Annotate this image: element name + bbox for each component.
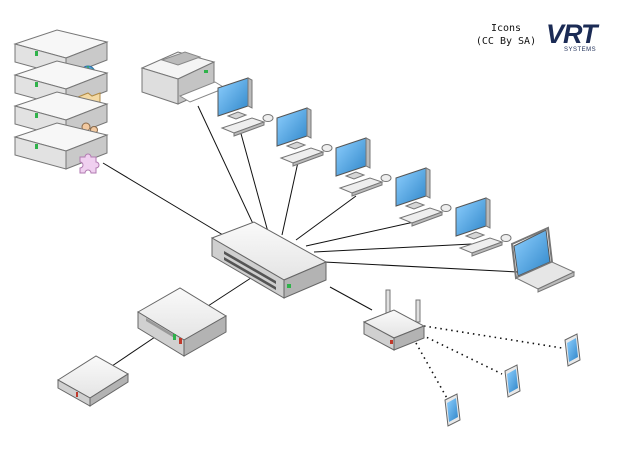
vrt-systems-logo: VRT SYSTEMS	[544, 20, 606, 56]
wireless-link-tablet-3	[415, 342, 449, 401]
printer	[140, 51, 227, 105]
server-unit	[13, 122, 109, 174]
tablet-device	[564, 333, 581, 367]
logo-brand: VRT	[546, 19, 598, 49]
link-laptop-switch	[323, 261, 519, 273]
icons-credit: Icons (CC By SA)	[466, 22, 546, 48]
link-desktop1-switch	[239, 129, 269, 233]
storage-server	[137, 287, 227, 357]
desktop-computer	[335, 137, 392, 197]
desktop-computer	[455, 197, 512, 257]
network-switch	[210, 221, 328, 299]
desktop-computer	[276, 107, 333, 167]
link-switch-router	[329, 286, 373, 311]
network-appliance	[57, 355, 129, 407]
laptop	[510, 226, 576, 293]
network-links	[102, 105, 519, 367]
link-servers-switch	[102, 162, 229, 239]
logo-subtitle: SYSTEMS	[564, 47, 597, 53]
wireless-link-tablet-1	[423, 325, 563, 349]
link-desktop3-switch	[295, 195, 357, 241]
link-desktop5-switch	[313, 243, 473, 253]
puzzle-icon	[79, 153, 100, 174]
link-desktop2-switch	[281, 161, 299, 236]
link-printer-switch	[197, 105, 256, 229]
credit-line-2: (CC By SA)	[475, 36, 537, 47]
server-stack	[13, 29, 109, 174]
switch-ports	[224, 251, 276, 290]
link-switch-nas	[207, 275, 255, 307]
tablet-device	[444, 393, 461, 427]
wireless-links	[415, 325, 563, 401]
tablet-device	[504, 364, 521, 398]
desktop-computer	[395, 167, 452, 227]
wireless-link-tablet-2	[421, 334, 503, 375]
credit-line-1: Icons	[490, 23, 522, 34]
link-desktop4-switch	[305, 221, 415, 247]
wireless-router	[362, 289, 426, 351]
desktop-computer	[217, 77, 274, 137]
link-nas-box	[111, 334, 159, 367]
